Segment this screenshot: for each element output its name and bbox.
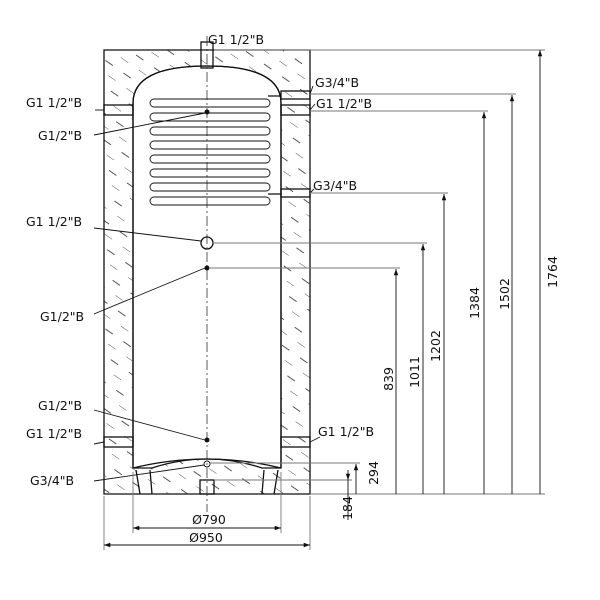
dim-1764: 1764 [545,256,560,288]
label-lower-right-connection: G1 1/2"B [318,424,374,439]
height-dimension-lines [345,50,543,520]
heating-coil [149,95,281,206]
label-mid-sensor: G1/2"B [40,309,84,324]
label-coil-outlet-top: G3/4"B [315,75,359,90]
dim-inner-diameter: Ø790 [192,512,226,527]
label-mid-connection: G1 1/2"B [26,214,82,229]
label-coil-outlet-bottom: G3/4"B [313,178,357,193]
label-low-sensor: G1/2"B [38,398,82,413]
dim-1384: 1384 [467,287,482,319]
label-upper-left-connection: G1 1/2"B [26,95,82,110]
diameter-dimension-lines [104,525,310,548]
dim-294: 294 [366,461,381,485]
leader-lines [93,85,321,482]
label-lower-left-connection: G1 1/2"B [26,426,82,441]
dim-1502: 1502 [497,278,512,310]
dim-outer-diameter: Ø950 [189,530,223,545]
dim-839: 839 [381,367,396,391]
label-upper-right-connection: G1 1/2"B [316,96,372,111]
label-bottom-connection: G3/4"B [30,473,74,488]
tank-vessel [132,65,282,495]
label-coil-sensor: G1/2"B [38,128,82,143]
sensor-sockets [200,109,214,468]
extension-lines [103,49,545,550]
dim-1202: 1202 [428,330,443,362]
dim-184: 184 [340,496,355,520]
dim-1011: 1011 [407,356,422,388]
label-top-connection: G1 1/2"B [208,32,264,47]
